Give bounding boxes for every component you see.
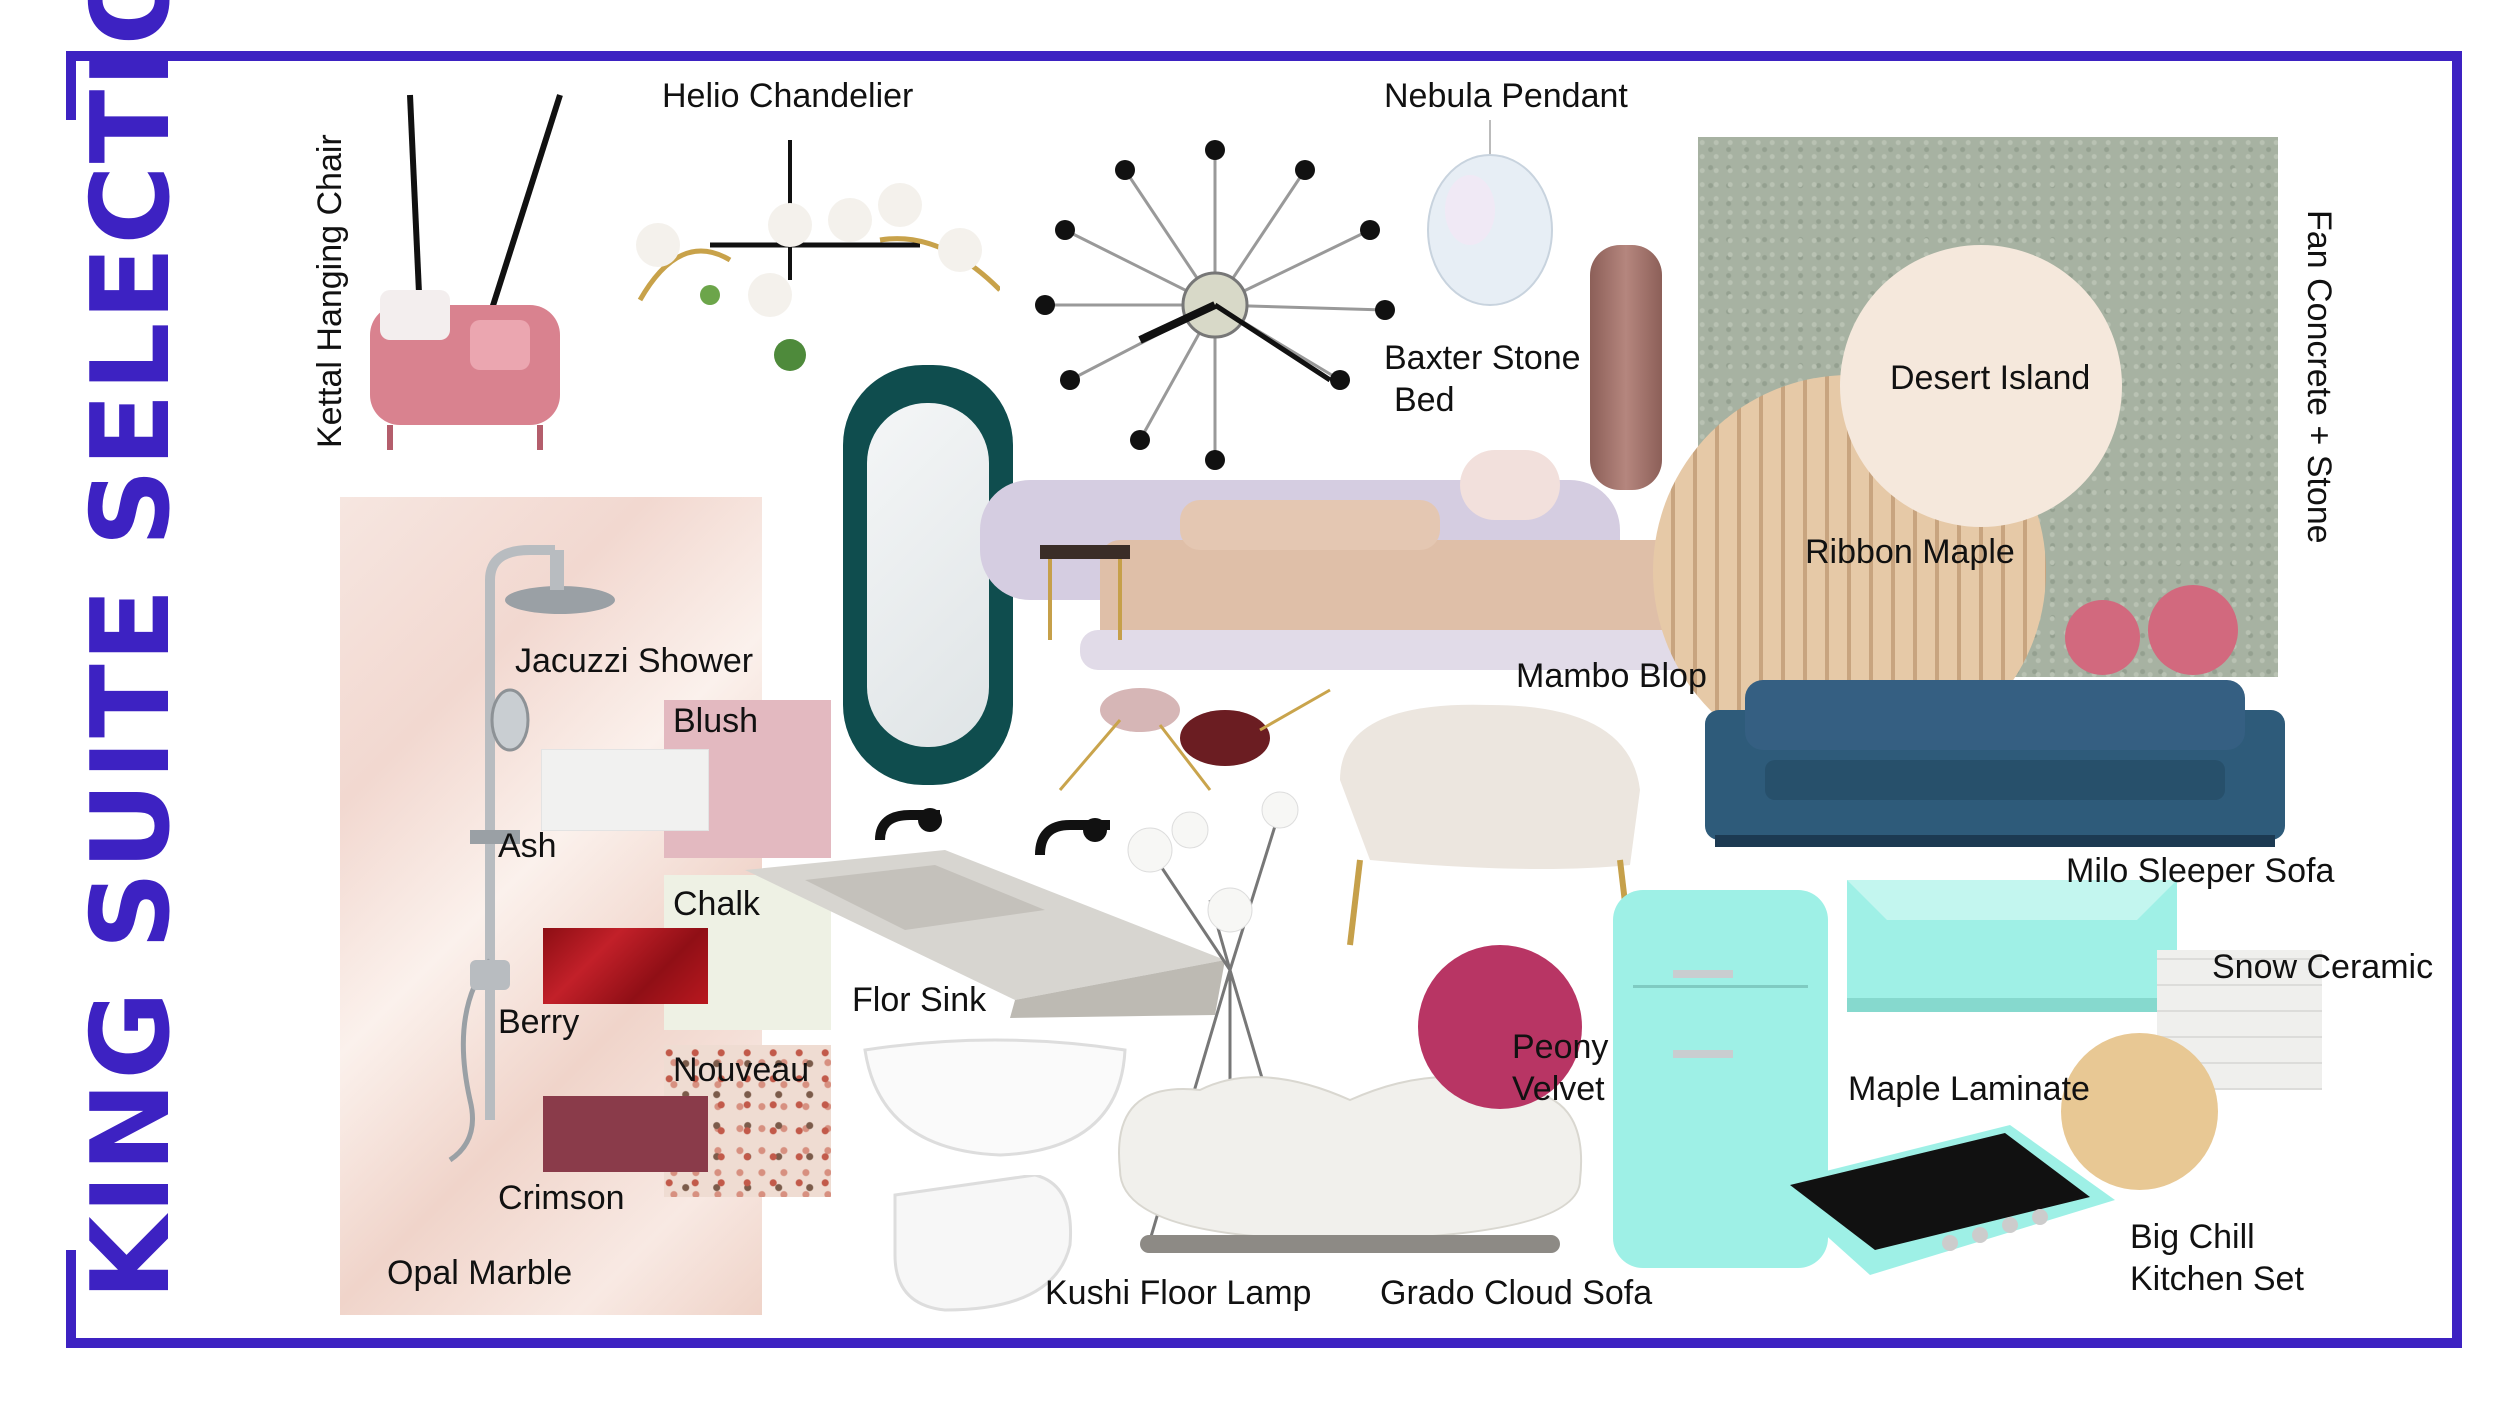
label-maple-laminate: Maple Laminate bbox=[1848, 1070, 2090, 1108]
bathtub-image bbox=[863, 1038, 1127, 1157]
rolled-rug-image bbox=[1590, 245, 1662, 490]
label-desert-island: Desert Island bbox=[1890, 359, 2091, 397]
jacuzzi-shower-image bbox=[448, 545, 615, 1163]
label-chalk: Chalk bbox=[673, 885, 760, 923]
kettal-hanging-chair-image bbox=[370, 94, 563, 450]
label-snow-ceramic: Snow Ceramic bbox=[2212, 948, 2434, 986]
grado-cloud-sofa-image bbox=[1118, 1076, 1583, 1253]
label-jacuzzi-shower: Jacuzzi Shower bbox=[515, 642, 754, 680]
label-grado-cloud-sofa: Grado Cloud Sofa bbox=[1380, 1274, 1653, 1312]
label-ash: Ash bbox=[498, 827, 557, 865]
berry-swatch bbox=[543, 928, 708, 1004]
label-milo-sleeper-sofa: Milo Sleeper Sofa bbox=[2066, 852, 2335, 890]
pink-ornament-2 bbox=[2148, 585, 2238, 675]
big-chill-fridge-image bbox=[1613, 890, 1828, 1268]
baxter-stone-bed-image bbox=[980, 450, 1740, 670]
flor-sink-image bbox=[745, 850, 1225, 1018]
frame-gap bbox=[60, 120, 84, 1250]
milo-sleeper-sofa-image bbox=[1705, 680, 2285, 847]
label-baxter-stone-1: Baxter Stone bbox=[1384, 339, 1581, 377]
label-big-chill-1: Big Chill bbox=[2130, 1218, 2255, 1256]
label-crimson: Crimson bbox=[498, 1179, 625, 1217]
crimson-swatch bbox=[543, 1096, 708, 1172]
label-peony-1: Peony bbox=[1512, 1028, 1609, 1066]
range-hood-image bbox=[1847, 880, 2177, 1012]
black-faucets-image bbox=[875, 808, 1110, 856]
peony-velvet-swatch bbox=[1418, 945, 1582, 1109]
board-title: KING SUITE SELECTIONS bbox=[69, 0, 194, 1300]
label-ribbon-maple: Ribbon Maple bbox=[1805, 533, 2015, 571]
helio-chandelier-image bbox=[636, 140, 1000, 371]
desert-island-swatch bbox=[1840, 245, 2122, 527]
label-helio-chandelier: Helio Chandelier bbox=[662, 77, 914, 115]
cricket-figurine-image bbox=[1058, 688, 1331, 791]
label-big-chill-2: Kitchen Set bbox=[2130, 1260, 2304, 1298]
label-opal-marble: Opal Marble bbox=[387, 1254, 573, 1292]
starburst-clock-image bbox=[1035, 140, 1395, 470]
label-fan-concrete-stone: Fan Concrete + Stone bbox=[2300, 210, 2338, 544]
label-blush: Blush bbox=[673, 702, 759, 740]
ash-swatch bbox=[542, 750, 708, 830]
label-peony-2: Velvet bbox=[1512, 1070, 1605, 1108]
label-berry: Berry bbox=[498, 1003, 580, 1041]
label-nebula-pendant: Nebula Pendant bbox=[1384, 77, 1628, 115]
label-kettal-hanging-chair: Kettal Hanging Chair bbox=[311, 134, 349, 448]
pink-ornament-1 bbox=[2065, 600, 2140, 675]
label-mambo-blop: Mambo Blop bbox=[1516, 657, 1707, 695]
label-kushi-floor-lamp: Kushi Floor Lamp bbox=[1045, 1274, 1312, 1312]
oval-mirror-image bbox=[843, 365, 1013, 785]
wall-toilet-image bbox=[893, 1175, 1073, 1312]
cooktop-image bbox=[1770, 1125, 2115, 1275]
label-flor-sink: Flor Sink bbox=[852, 981, 987, 1019]
label-nouveau: Nouveau bbox=[673, 1051, 810, 1089]
label-baxter-stone-2: Bed bbox=[1394, 381, 1455, 419]
nebula-pendant-image bbox=[1427, 120, 1553, 306]
maple-laminate-swatch bbox=[2061, 1033, 2218, 1190]
